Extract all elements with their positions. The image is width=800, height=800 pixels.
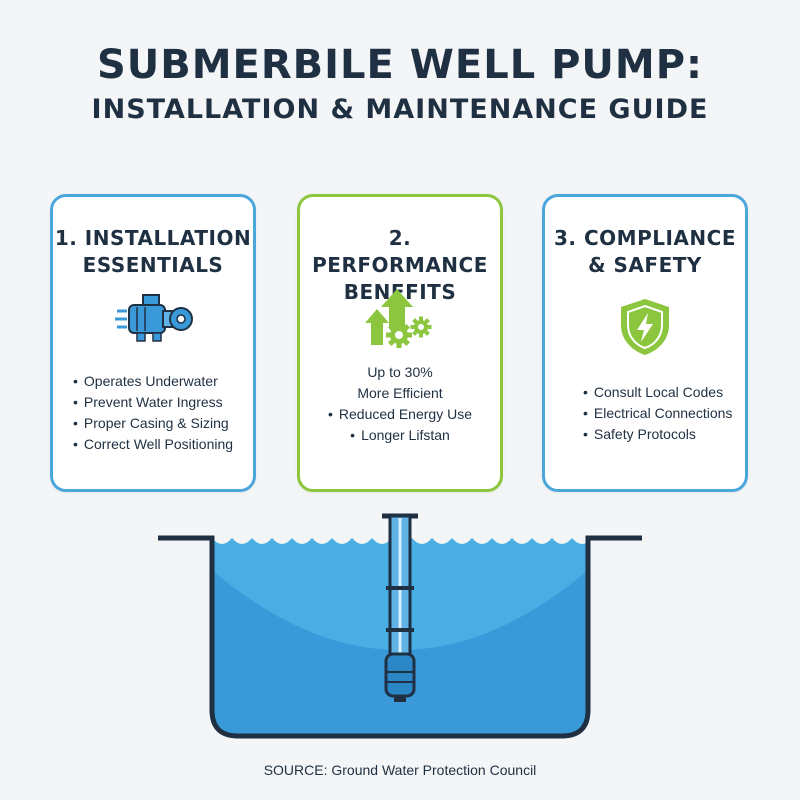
card-performance-benefits: 2. PERFORMANCE BENEFITS: [297, 194, 503, 492]
efficiency-headline: Up to 30% More Efficient: [357, 364, 443, 401]
card-title: 3. COMPLIANCE & SAFETY: [554, 226, 736, 277]
list-item: Consult Local Codes: [583, 382, 737, 403]
well-tank-illustration: [150, 510, 650, 750]
bullet-list: Operates Underwater Prevent Water Ingres…: [73, 371, 245, 455]
card-compliance-safety: 3. COMPLIANCE & SAFETY Consult Local Cod…: [542, 194, 748, 492]
list-item: Reduced Energy Use: [308, 404, 492, 425]
card-title: 1. INSTALLATION ESSENTIALS: [54, 226, 252, 277]
list-item: Prevent Water Ingress: [73, 392, 245, 413]
shield-lightning-icon: [619, 297, 671, 357]
page-title: SUBMERBILE WELL PUMP:: [96, 42, 704, 88]
growth-gears-icon: [365, 287, 435, 353]
source-caption: SOURCE: Ground Water Protection Council: [263, 762, 537, 778]
list-item: Safety Protocols: [583, 424, 737, 445]
pump-icon: [113, 289, 193, 349]
list-item: Operates Underwater: [73, 371, 245, 392]
submersible-pump-icon: [382, 513, 418, 702]
bullet-list: Consult Local Codes Electrical Connectio…: [583, 382, 737, 445]
list-item: Correct Well Positioning: [73, 434, 245, 455]
list-item: Electrical Connections: [583, 403, 737, 424]
tank-outline: [158, 535, 642, 739]
card-installation-essentials: 1. INSTALLATION ESSENTIALS Operates Unde…: [50, 194, 256, 492]
card-title: 2. PERFORMANCE BENEFITS: [312, 226, 488, 304]
list-item: Proper Casing & Sizing: [73, 413, 245, 434]
list-item: Longer Lifstan: [308, 425, 492, 446]
page-subtitle: INSTALLATION & MAINTENANCE GUIDE: [91, 94, 709, 125]
bullet-list: Reduced Energy Use Longer Lifstan: [308, 404, 492, 446]
